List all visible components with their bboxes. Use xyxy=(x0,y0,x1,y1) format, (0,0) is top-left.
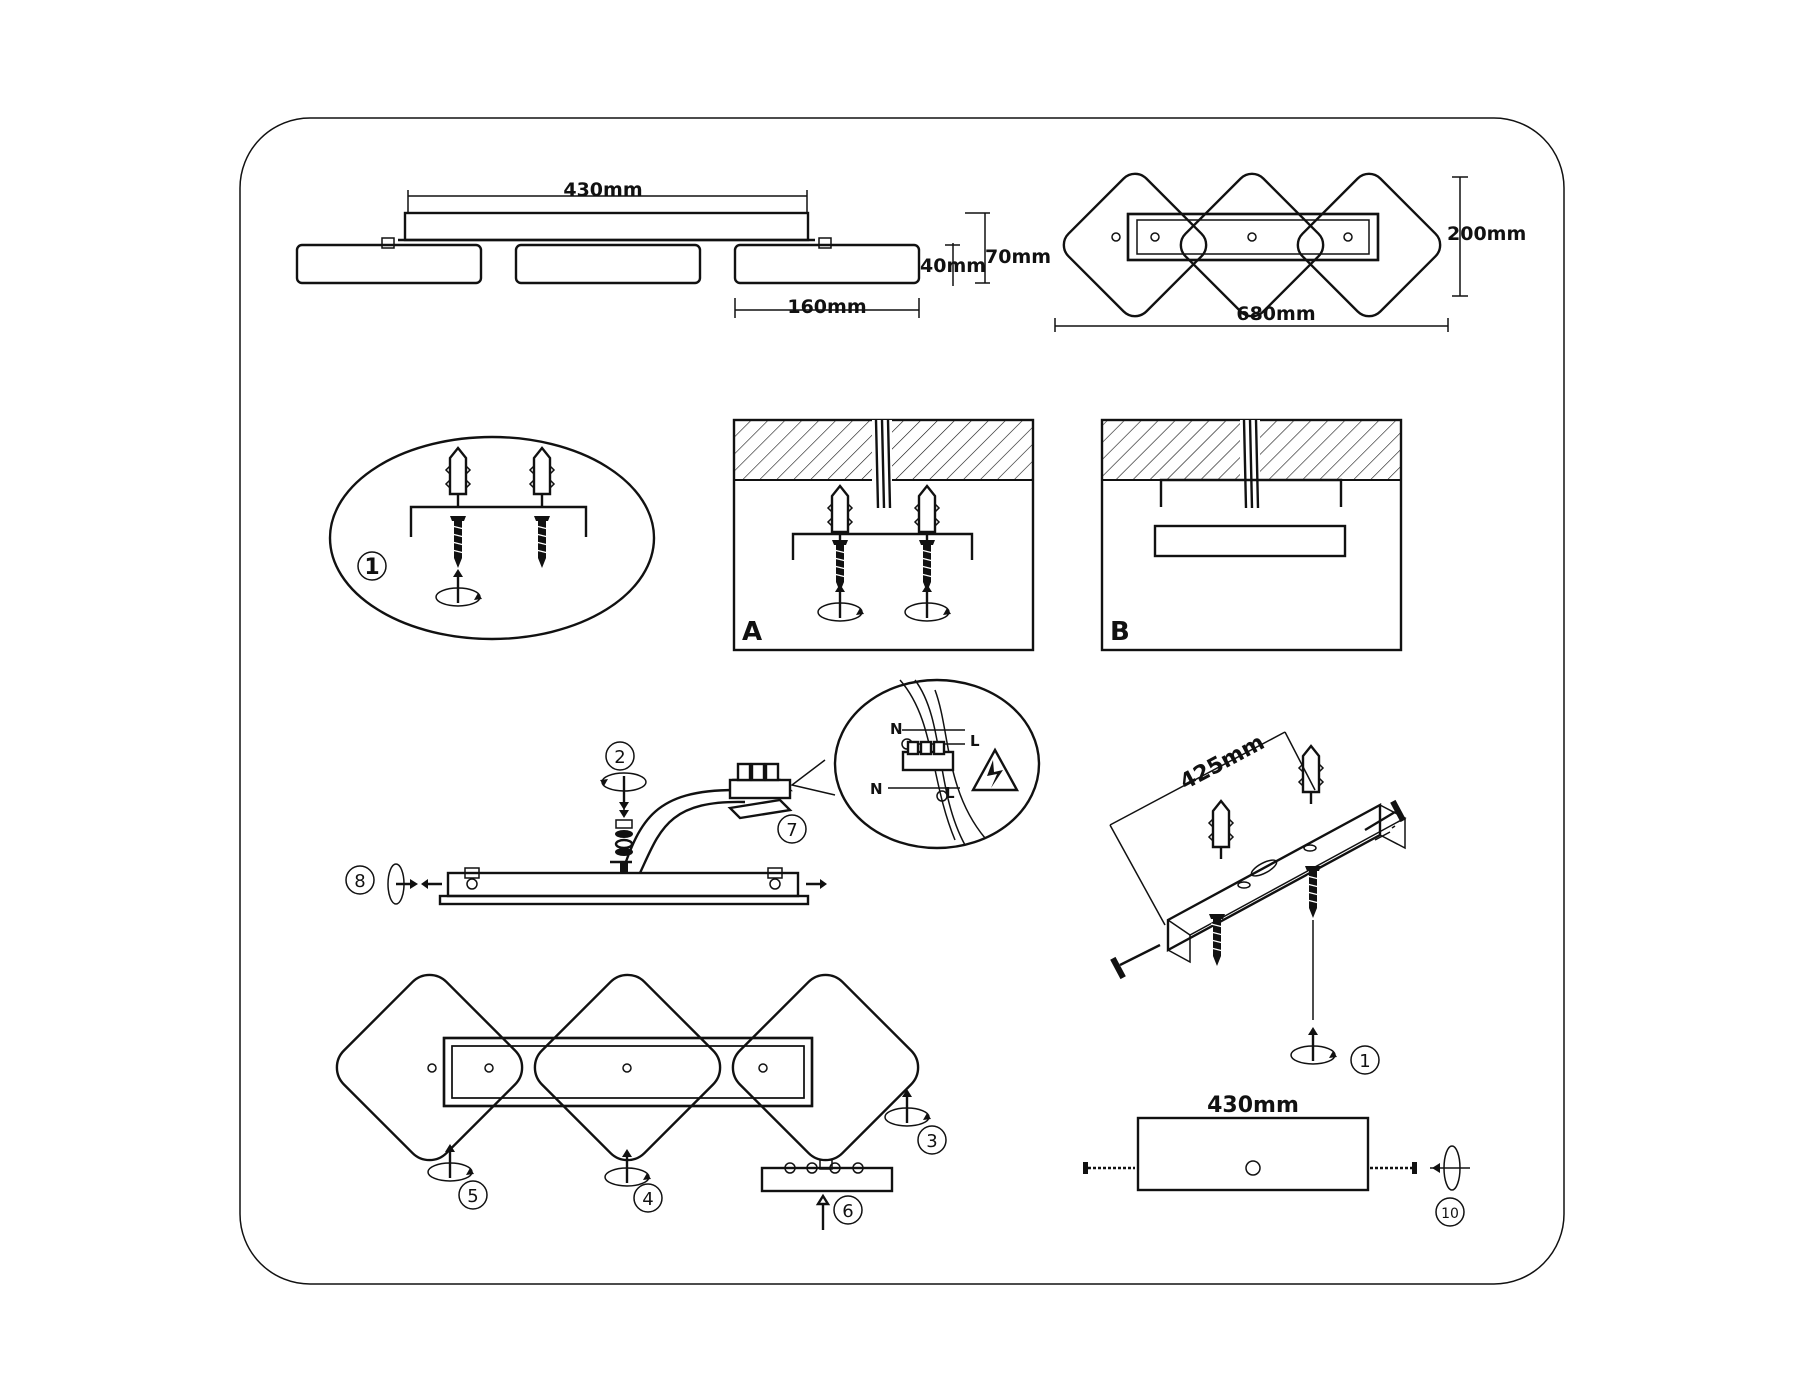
step-2-label: 2 xyxy=(614,747,625,768)
step-5-label: 5 xyxy=(467,1186,478,1207)
step-1-mounting-detail: 1 xyxy=(328,435,656,641)
step-1b-label: 1 xyxy=(1359,1051,1370,1072)
dim-side-length: 430mm xyxy=(563,179,642,201)
side-elevation-view: 430mm 70mm 40mm 160mm xyxy=(295,179,1051,318)
step-1-label: 1 xyxy=(364,555,379,580)
bracket-length-view: 430mm 10 xyxy=(1083,1093,1470,1227)
high-voltage-warning-icon xyxy=(970,747,1020,792)
panel-b-label: B xyxy=(1110,617,1130,647)
bracket-isometric: 1 425mm xyxy=(1109,730,1407,1075)
step-6-label: 6 xyxy=(842,1201,853,1222)
step-4-label: 4 xyxy=(642,1189,653,1210)
wire-l-top: L xyxy=(970,732,980,750)
sheet-frame xyxy=(239,117,1565,1285)
step-3-label: 3 xyxy=(926,1131,937,1152)
wire-n-bottom: N xyxy=(870,780,883,798)
top-view: 680mm 200mm xyxy=(1054,172,1526,332)
step-8-label: 8 xyxy=(354,871,365,892)
panel-b: B xyxy=(1100,418,1403,652)
step-10-label: 10 xyxy=(1441,1206,1459,1222)
dim-top-height: 200mm xyxy=(1447,223,1526,245)
dim-side-panel-width: 160mm xyxy=(787,296,866,318)
dim-side-panel-height: 40mm xyxy=(920,255,986,277)
dim-top-width: 680mm xyxy=(1236,303,1315,325)
dim-bracket-length: 430mm xyxy=(1207,1093,1299,1118)
dim-bracket-diag: 425mm xyxy=(1176,730,1269,795)
dim-side-total-height: 70mm xyxy=(985,246,1051,268)
wiring-section: 2 7 8 N L N L xyxy=(345,678,1041,906)
step-7-label: 7 xyxy=(786,820,797,841)
panel-a-label: A xyxy=(742,617,762,647)
wire-n-top: N xyxy=(890,720,903,738)
wire-l-bottom: L xyxy=(945,784,955,802)
panel-a: A xyxy=(732,418,1035,652)
lamp-assembly-view: 5 4 3 6 xyxy=(335,973,947,1230)
